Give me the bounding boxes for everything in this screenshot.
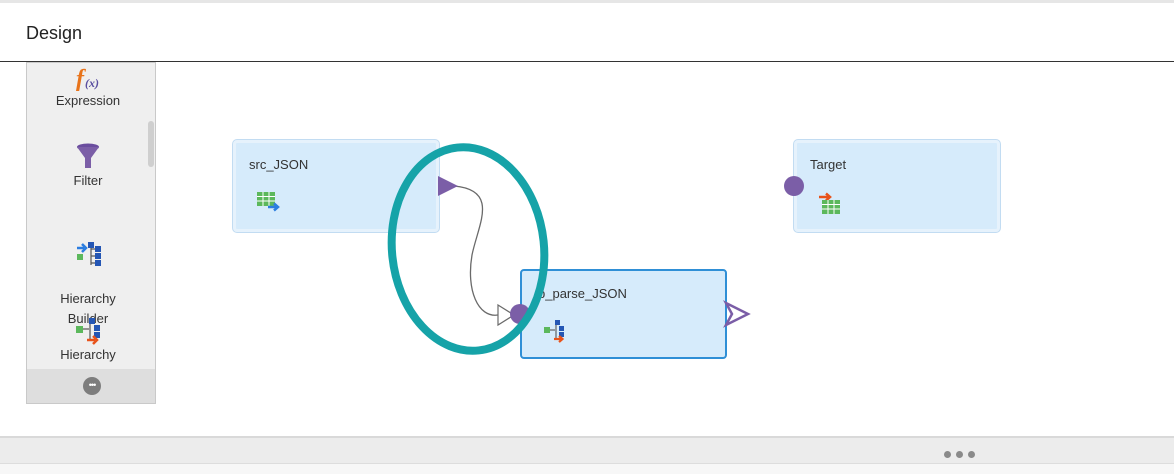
bottom-base — [0, 463, 1174, 474]
more-horizontal-icon[interactable] — [944, 445, 984, 458]
palette-scrollbar[interactable] — [148, 121, 154, 167]
palette-item-filter[interactable]: Filter — [27, 141, 149, 191]
top-rule — [0, 0, 1174, 3]
node-label: p_parse_JSON — [538, 286, 627, 301]
node-p-parse-json[interactable]: p_parse_JSON — [520, 269, 727, 359]
source-table-icon — [257, 192, 280, 212]
palette-item-hierarchy-parser[interactable]: Hierarchy — [27, 317, 149, 365]
palette-item-label: Expression — [55, 93, 121, 108]
node-src-json[interactable]: src_JSON — [233, 140, 439, 232]
palette-footer: ••• — [27, 369, 155, 403]
expression-icon: f (x) — [76, 66, 99, 91]
parser-output-port — [722, 300, 751, 328]
transformation-palette[interactable]: f (x) Expression Filter Hierarchy Builde… — [26, 62, 156, 404]
palette-item-label: Filter — [73, 173, 103, 188]
svg-text:f: f — [76, 66, 86, 91]
bottom-panel-divider — [0, 436, 1174, 463]
node-label: Target — [810, 157, 847, 172]
palette-item-label: Hierarchy — [60, 347, 116, 362]
node-label: src_JSON — [249, 157, 309, 172]
target-input-port — [784, 176, 804, 196]
svg-text:(x): (x) — [85, 76, 99, 90]
node-target[interactable]: Target — [794, 140, 1000, 232]
hierarchy-parser-icon — [76, 318, 100, 345]
palette-item-expression[interactable]: f (x) Expression — [27, 65, 149, 111]
hierarchy-builder-icon — [77, 242, 101, 266]
panel-header: Design — [0, 3, 1174, 62]
mapping-canvas[interactable]: src_JSON Target p_parse_JSON — [160, 62, 1174, 404]
filter-icon — [77, 143, 99, 168]
panel-title: Design — [26, 23, 83, 43]
more-icon[interactable]: ••• — [83, 377, 101, 395]
hierarchy-parser-icon — [544, 320, 565, 343]
target-table-icon — [819, 192, 840, 214]
palette-item-hierarchy-builder[interactable]: Hierarchy Builder — [27, 221, 149, 349]
parser-input-port — [510, 304, 530, 324]
palette-item-label: Hierarchy Builder — [60, 291, 116, 326]
